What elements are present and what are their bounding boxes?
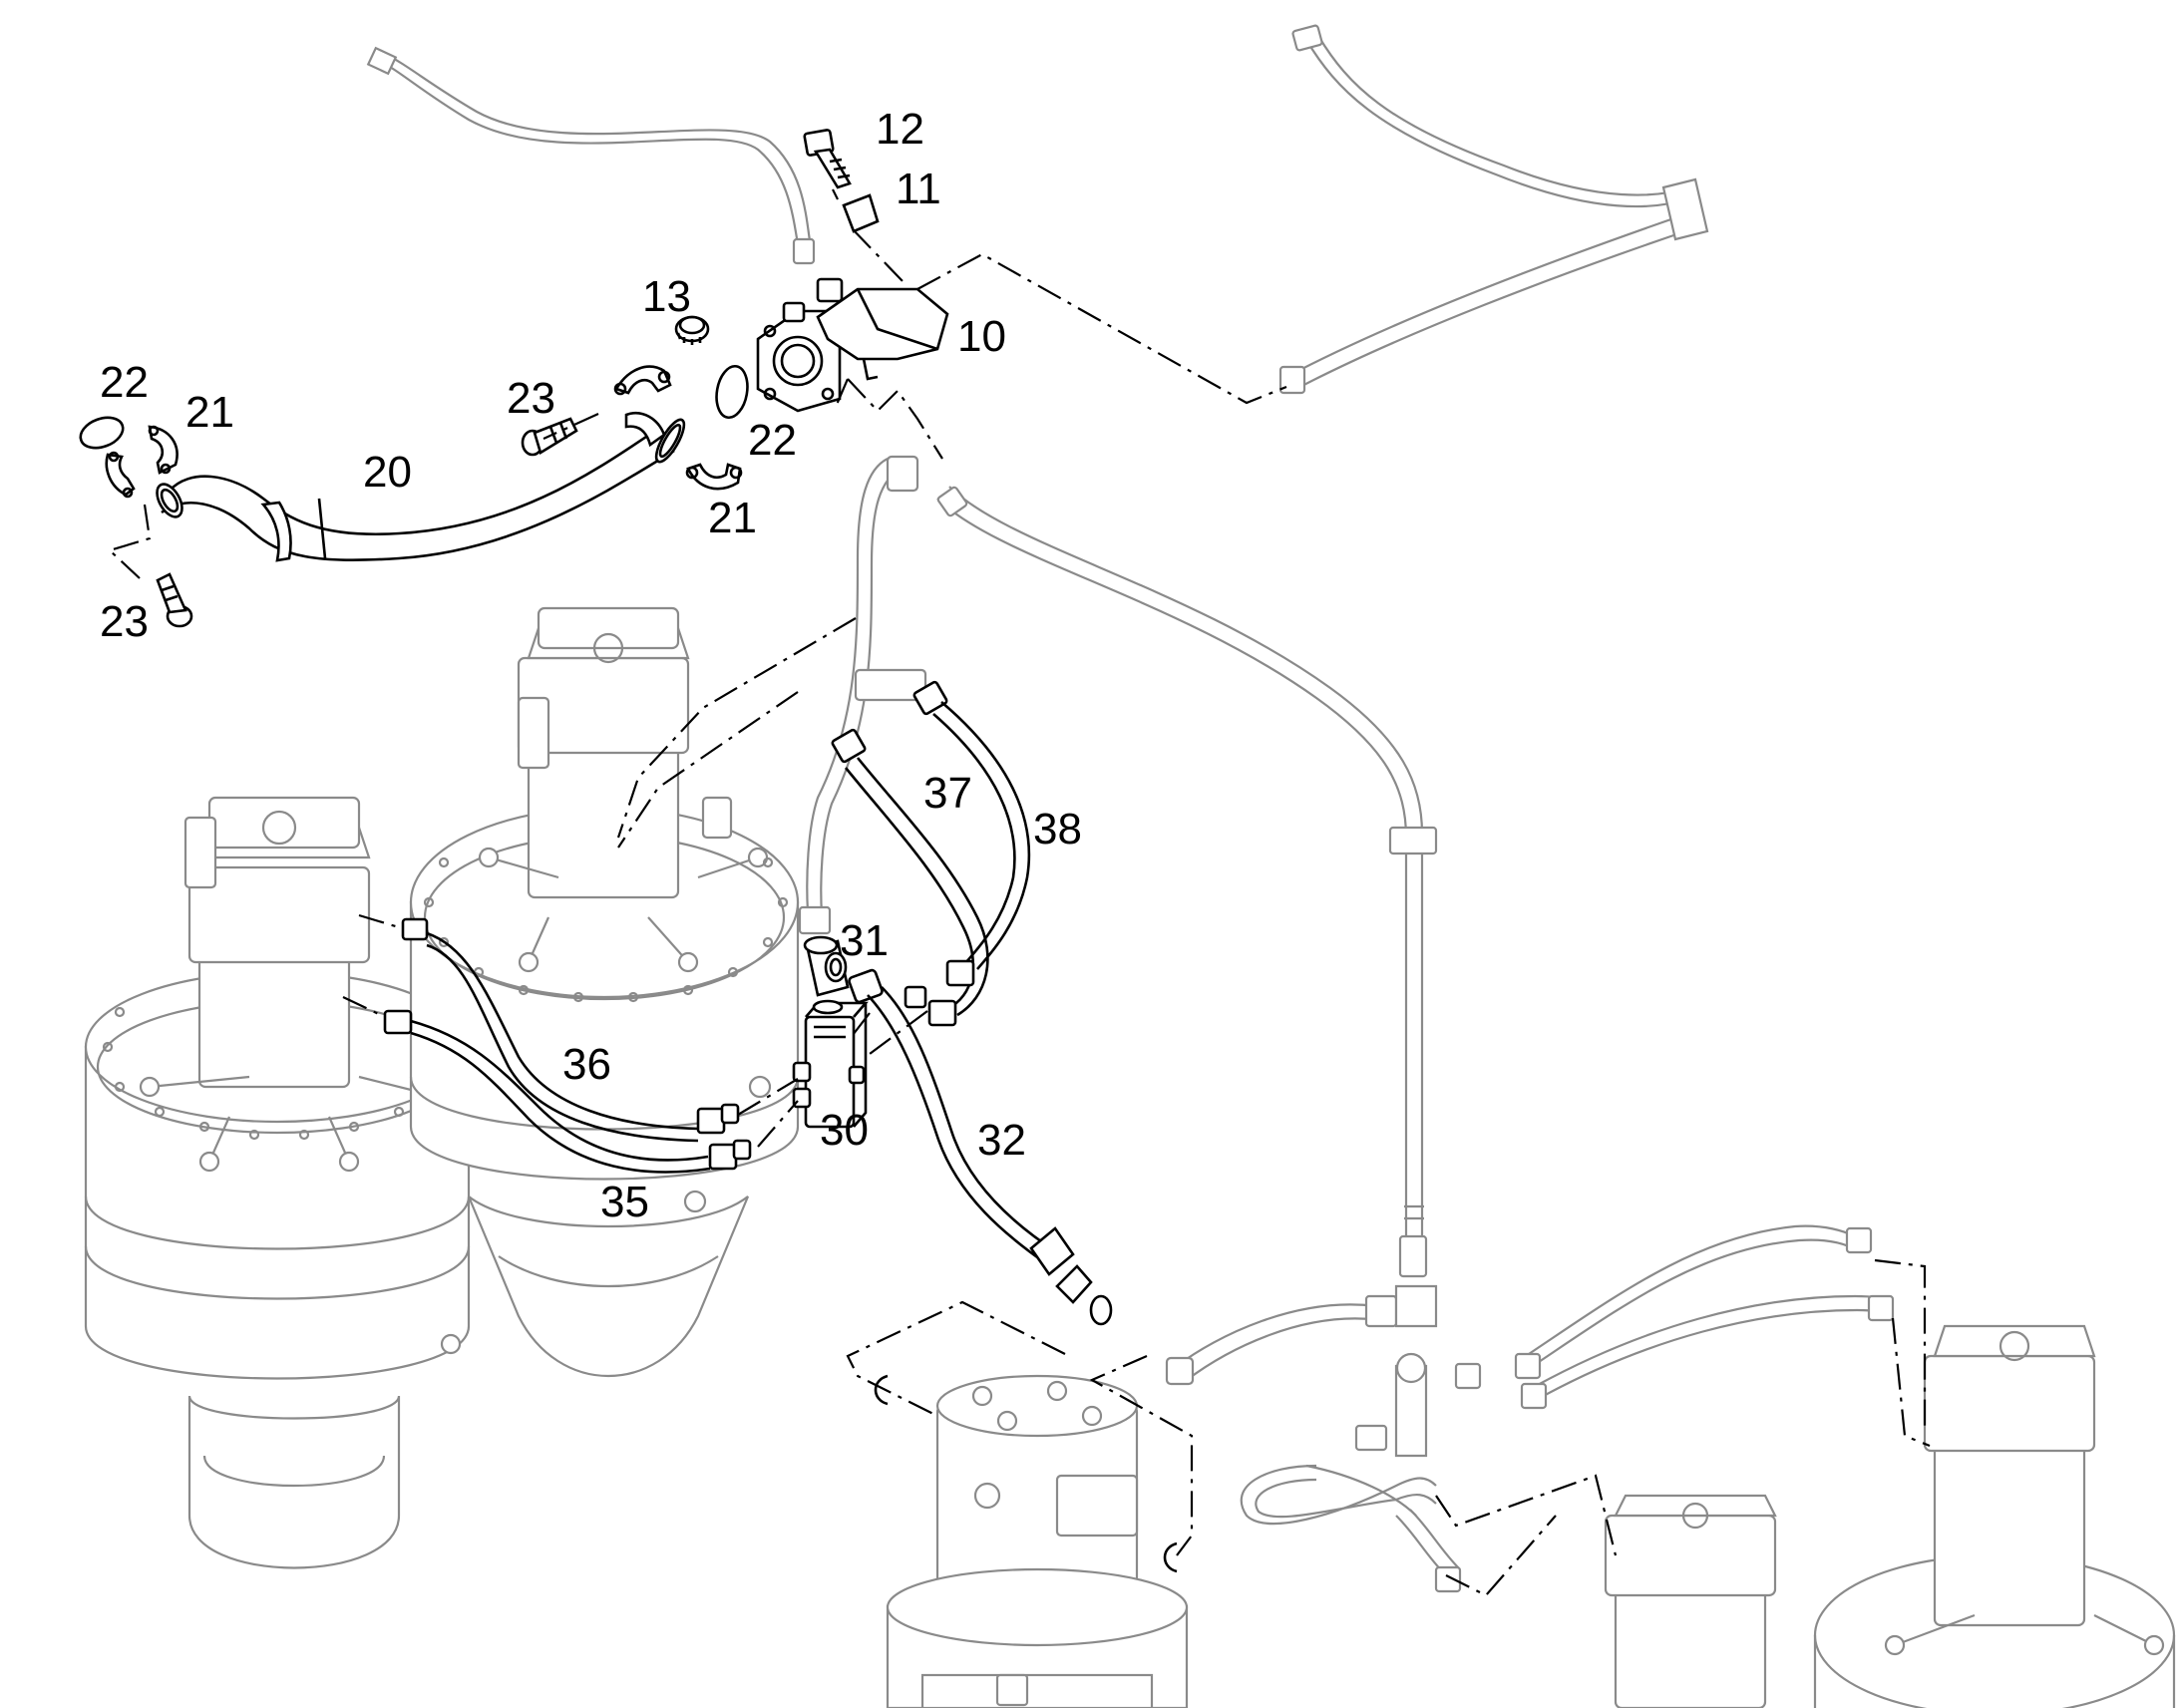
part-12-bolt (803, 129, 852, 189)
callout-22-right: 22 (748, 416, 797, 465)
callout-labels: 10 11 12 13 20 21 21 22 22 23 23 30 31 3… (100, 105, 1082, 1226)
context-circlips (874, 1374, 1178, 1573)
part-23-screw-lower (156, 572, 193, 628)
part-10-swivel-block (756, 277, 949, 413)
part-21-clamp-top (613, 365, 672, 396)
callout-38: 38 (1033, 805, 1082, 854)
context-swing-motor-bottom-right (1813, 1324, 2176, 1708)
part-21-clamp-left-a (105, 451, 136, 499)
context-hose-top-left (366, 46, 816, 265)
part-21-clamp-left-b (148, 425, 179, 475)
callout-31: 31 (840, 916, 889, 965)
callout-32: 32 (977, 1116, 1026, 1165)
callout-10: 10 (957, 312, 1006, 361)
part-38-hose (904, 680, 1031, 1009)
part-22-o-ring-right (715, 364, 749, 420)
callout-37: 37 (923, 769, 972, 818)
callout-36: 36 (562, 1040, 611, 1089)
part-30-valve-block (792, 999, 869, 1129)
callout-11: 11 (896, 165, 941, 213)
context-pipe-bracket-to-motor (798, 455, 927, 935)
context-swing-motor-bottom-middle (1604, 1494, 1777, 1708)
part-32-hose (848, 968, 1113, 1326)
callout-21-upper: 21 (185, 388, 234, 437)
callout-13: 13 (642, 272, 691, 321)
callout-30: 30 (820, 1106, 869, 1155)
part-21-clamp-bottom-right (685, 463, 743, 491)
part-20-pipe (156, 412, 686, 562)
part-31-tee-fitting (803, 935, 850, 997)
part-36-hose (401, 917, 740, 1143)
context-swing-motor-center (409, 606, 800, 1377)
context-rotary-joint (886, 1374, 1189, 1708)
context-hose-top-right (1278, 24, 1709, 395)
part-11-washer (842, 193, 880, 233)
callout-12: 12 (876, 105, 924, 154)
part-37-hose (831, 728, 989, 1027)
callout-23-upper: 23 (507, 374, 555, 423)
context-bolt-ring-center (423, 856, 789, 1003)
part-22-o-ring-left (79, 416, 125, 450)
context-swing-motor-left (84, 796, 471, 1569)
part-35-hose (383, 1009, 752, 1174)
context-bottom-hoses (1165, 1224, 1895, 1593)
callout-35: 35 (600, 1178, 649, 1226)
callout-22-left: 22 (100, 358, 149, 407)
callout-23-lower: 23 (100, 597, 149, 646)
callout-20: 20 (363, 448, 412, 497)
callout-21-lower: 21 (708, 494, 757, 542)
context-long-pipe-right (936, 486, 1438, 1278)
part-13-plug (674, 315, 710, 345)
leader-lines (107, 188, 1931, 1597)
